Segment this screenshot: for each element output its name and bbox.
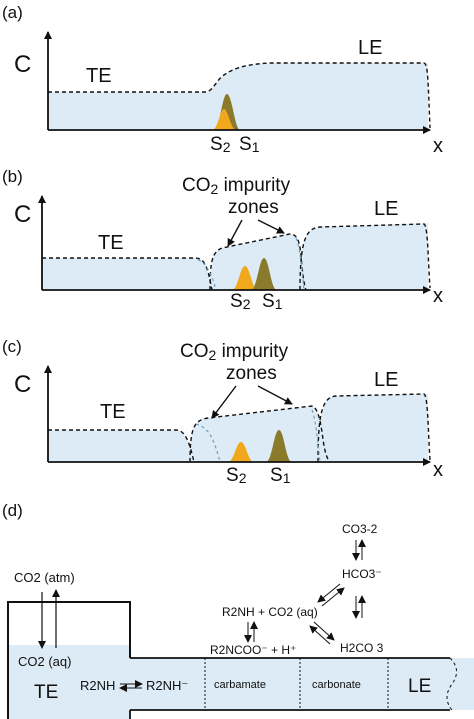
panel-b-impurity-label: CO2 impurity [182,175,291,197]
panel-a-tag: (a) [2,3,23,22]
panel-c-boundary-dash-left [195,423,221,463]
panel-c-le-profile [317,393,431,463]
panel-c-peak-s1 [266,430,292,462]
panel-b-le-zone-fill [300,223,428,290]
panel-b-s2-label: S2 [230,291,251,312]
panel-b-boundary-dash-left [197,259,217,291]
panel-b-zones-label: zones [228,197,279,218]
panel-b-boundary-dash-right [295,237,305,291]
panel-c-tag: (c) [2,337,22,356]
panel-d-r2nh-minus-label: R2NH⁻ [146,678,188,693]
panel-d-reservoir-outline [7,601,131,719]
panel-c: (c) C x TE LE CO2 impurity zones S2 S1 [2,337,443,486]
panel-d: (d) CO2 (atm) CO2 (aq) TE R2NH R2NH⁻ car… [2,501,474,719]
panel-c-zones-label: zones [226,363,277,384]
panel-b-peak-s1 [251,258,277,290]
panel-d-channel-break [446,657,457,711]
panel-d-co2aq-h2co3-arrow-1 [313,621,335,641]
panel-b: (b) C x TE LE CO2 impurity zones S2 S1 [2,167,443,312]
panel-d-hco3-label: HCO3⁻ [342,567,382,581]
panel-d-le-label: LE [408,676,431,697]
panel-c-te-zone-fill [48,430,192,462]
panel-d-carbonate-label: carbonate [312,679,361,691]
panel-a: (a) C x TE LE S2 S1 [2,3,443,157]
panel-d-reservoir-fill [8,645,474,719]
panel-d-te-label: TE [34,682,58,703]
panel-a-te-label: TE [86,65,112,87]
panel-a-s2-label: S2 [210,134,231,155]
panel-c-x-axis-label: x [433,459,443,481]
panel-a-concentration-fill [48,63,428,130]
panel-d-r2nh-co2-label: R2NH + CO2 (aq) [222,605,318,619]
panel-b-x-axis-label: x [433,285,443,307]
panel-a-le-label: LE [358,37,382,59]
panel-a-x-axis-label: x [433,135,443,157]
panel-d-co2-aq-left-label: CO2 (aq) [18,654,71,669]
panel-c-s1-label: S1 [270,465,291,486]
panel-d-tag: (d) [2,501,23,520]
panel-b-te-label: TE [98,232,124,254]
panel-b-s1-label: S1 [262,291,283,312]
panel-c-impurity-label: CO2 impurity [180,341,289,363]
panel-b-te-zone-fill [42,258,210,290]
panel-a-peak-s2 [212,109,236,130]
panel-c-arrow-right [257,385,293,405]
panel-c-impurity-zone-fill [190,406,330,462]
panel-c-le-zone-fill [318,394,428,462]
panel-d-co2aq-hco3-arrow-1 [317,583,341,603]
panel-c-le-label: LE [374,369,398,391]
panel-c-peak-s2 [228,442,254,462]
panel-d-co2aq-hco3-arrow-2 [321,587,345,607]
panel-b-arrow-right [257,219,285,234]
panel-c-arrow-left [211,385,237,419]
panel-d-r2nh-label: R2NH [80,678,115,693]
panel-d-co2aq-h2co3-arrow-2 [309,625,331,645]
panel-b-impurity-zone-fill [210,234,306,290]
panel-c-te-profile [48,429,195,463]
panel-a-y-axis-label: C [14,51,31,78]
panel-b-y-axis-label: C [14,201,31,228]
panel-b-le-profile [299,223,431,291]
panel-b-tag: (b) [2,167,23,186]
panel-d-h2co3-label: H2CO 3 [340,641,384,655]
panel-c-te-label: TE [100,401,126,423]
panel-c-s2-label: S2 [226,465,247,486]
panel-b-le-label: LE [374,198,398,220]
panel-d-r2ncoo-label: R2NCOO⁻ + H⁺ [210,643,296,657]
panel-d-co2-atm-label: CO2 (atm) [14,570,75,585]
panel-c-y-axis-label: C [14,371,31,398]
panel-b-peak-s2 [232,266,258,290]
panel-a-concentration-profile [48,62,431,129]
panel-d-carbamate-label: carbamate [214,679,266,691]
panel-d-co3-label: CO3-2 [342,522,378,536]
panel-a-s1-label: S1 [239,134,260,155]
panel-c-impurity-profile [189,405,331,463]
panel-b-arrow-left [227,219,243,247]
